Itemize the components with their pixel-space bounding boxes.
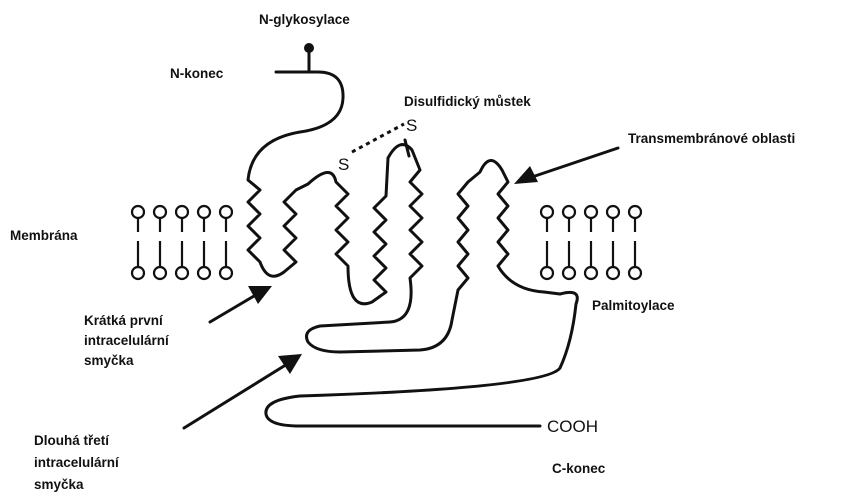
label-transmembrane: Transmembránové oblasti <box>628 131 795 146</box>
label-sulfur-right: S <box>406 116 417 135</box>
label-membrane: Membrána <box>10 228 78 243</box>
lipid-bilayer-right <box>541 206 641 279</box>
label-long-loop-line1: Dlouhá třetí <box>34 433 110 448</box>
label-long-loop-line2: intracelulární <box>34 455 120 470</box>
arrow-short-loop <box>210 286 272 322</box>
label-n-glycosylation: N-glykosylace <box>259 12 350 27</box>
label-short-loop-line3: smyčka <box>84 353 134 368</box>
label-cooh: COOH <box>547 417 598 436</box>
disulfide-stalk <box>405 140 409 156</box>
label-n-terminus: N-konec <box>170 66 224 81</box>
label-short-loop-line1: Krátká první <box>84 313 164 328</box>
lipid-bilayer-left <box>132 206 232 279</box>
arrow-transmembrane <box>514 148 618 184</box>
arrow-long-loop <box>184 354 302 428</box>
label-short-loop-line2: intracelulární <box>84 333 170 348</box>
label-disulfide-bridge: Disulfidický můstek <box>404 94 531 109</box>
label-sulfur-left: S <box>338 155 349 174</box>
label-c-terminus: C-konec <box>552 461 606 476</box>
glycosylation-dot <box>304 43 314 53</box>
label-long-loop-line3: smyčka <box>34 477 84 492</box>
lipid-top-row-left <box>132 206 232 232</box>
label-palmitoylation: Palmitoylace <box>592 298 675 313</box>
lipid-bottom-row-right <box>541 241 641 279</box>
lipid-top-row-right <box>541 206 641 232</box>
lipid-bottom-row-left <box>132 241 232 279</box>
